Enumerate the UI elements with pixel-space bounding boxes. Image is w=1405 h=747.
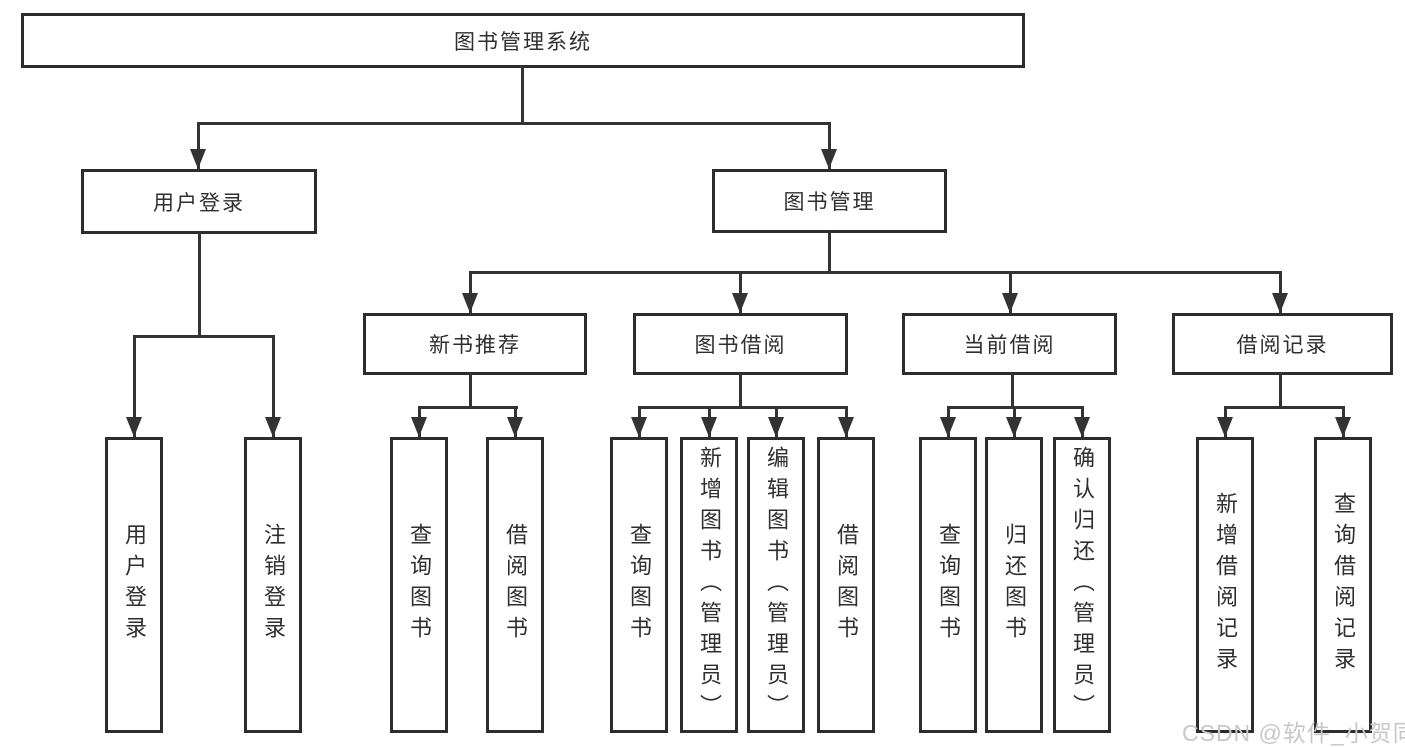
connector-line	[947, 406, 950, 437]
arrow-down-icon	[462, 293, 478, 313]
connector-line	[1081, 406, 1084, 437]
leaf-add-borrow-record: 新增借阅记录	[1196, 437, 1254, 733]
connector-line	[739, 271, 742, 313]
arrow-down-icon	[940, 417, 956, 437]
arrow-down-icon	[1272, 293, 1288, 313]
node-borrowing-records-label: 借阅记录	[1236, 334, 1329, 357]
connector-line	[1224, 406, 1345, 409]
leaf-query-borrow-record: 查询借阅记录	[1314, 437, 1372, 733]
leaf-label: 借阅图书	[503, 523, 528, 647]
connector-line	[197, 122, 831, 125]
connector-line	[514, 406, 517, 437]
leaf-label: 编辑图书（管理员）	[764, 445, 789, 725]
leaf-add-book-admin: 新增图书（管理员）	[680, 437, 738, 733]
arrow-down-icon	[631, 417, 647, 437]
leaf-edit-book-admin: 编辑图书（管理员）	[747, 437, 805, 733]
node-new-book-recommend-label: 新书推荐	[429, 334, 521, 357]
connector-line	[828, 122, 831, 169]
node-book-management-label: 图书管理	[783, 191, 876, 214]
leaf-label: 用户登录	[122, 523, 147, 647]
connector-line	[418, 406, 421, 437]
leaf-label: 借阅图书	[834, 523, 859, 647]
arrow-down-icon	[768, 417, 784, 437]
leaf-label: 查询图书	[407, 523, 432, 647]
leaf-logout: 注销登录	[244, 437, 302, 733]
arrow-down-icon	[1006, 417, 1022, 437]
arrow-down-icon	[821, 149, 837, 169]
connector-line	[1224, 406, 1227, 437]
leaf-query-book-current: 查询图书	[919, 437, 977, 733]
arrow-down-icon	[265, 417, 281, 437]
connector-line	[469, 271, 1282, 274]
leaf-borrow-book-borrowing: 借阅图书	[817, 437, 875, 733]
connector-line	[638, 406, 848, 409]
node-user-login: 用户登录	[81, 169, 317, 234]
connector-line	[828, 231, 831, 273]
node-root: 图书管理系统	[21, 13, 1025, 68]
connector-line	[418, 406, 518, 409]
node-current-borrowing-label: 当前借阅	[963, 334, 1056, 357]
connector-line	[521, 66, 524, 124]
connector-line	[739, 373, 742, 408]
connector-line	[947, 406, 1084, 409]
node-new-book-recommend: 新书推荐	[363, 313, 587, 375]
connector-line	[133, 335, 136, 437]
node-book-borrowing: 图书借阅	[633, 313, 848, 375]
leaf-label: 确认归还（管理员）	[1070, 445, 1095, 725]
connector-line	[1009, 271, 1012, 313]
node-book-borrowing-label: 图书借阅	[694, 334, 787, 357]
node-root-label: 图书管理系统	[454, 30, 592, 54]
node-borrowing-records: 借阅记录	[1172, 313, 1393, 375]
csdn-watermark: CSDN @软件_小贺同学	[1182, 720, 1405, 746]
leaf-label: 新增图书（管理员）	[697, 445, 722, 725]
leaf-label: 新增借阅记录	[1213, 492, 1238, 678]
connector-line	[469, 373, 472, 408]
arrow-down-icon	[701, 417, 717, 437]
leaf-label: 查询借阅记录	[1331, 492, 1356, 678]
leaf-query-book-recommend: 查询图书	[390, 437, 448, 733]
arrow-down-icon	[838, 417, 854, 437]
leaf-return-book: 归还图书	[985, 437, 1043, 733]
connector-line	[1013, 406, 1016, 437]
arrow-down-icon	[507, 417, 523, 437]
node-book-management: 图书管理	[712, 169, 947, 233]
arrow-down-icon	[732, 293, 748, 313]
leaf-user-login: 用户登录	[105, 437, 163, 733]
connector-line	[197, 122, 200, 169]
leaf-label: 注销登录	[261, 523, 286, 647]
leaf-query-book-borrowing: 查询图书	[610, 437, 668, 733]
arrow-down-icon	[1217, 417, 1233, 437]
connector-line	[198, 232, 201, 337]
leaf-label: 查询图书	[936, 523, 961, 647]
leaf-label: 查询图书	[627, 523, 652, 647]
node-current-borrowing: 当前借阅	[902, 313, 1117, 375]
arrow-down-icon	[1335, 417, 1351, 437]
connector-line	[1342, 406, 1345, 437]
leaf-confirm-return-admin: 确认归还（管理员）	[1053, 437, 1111, 733]
node-user-login-label: 用户登录	[153, 191, 245, 215]
connector-line	[1279, 372, 1282, 408]
arrow-down-icon	[190, 149, 206, 169]
connector-line	[1279, 271, 1282, 313]
connector-line	[133, 335, 275, 338]
arrow-down-icon	[1002, 293, 1018, 313]
leaf-label: 归还图书	[1002, 523, 1027, 647]
connector-line	[775, 406, 778, 437]
connector-line	[1011, 373, 1014, 408]
connector-line	[469, 271, 472, 313]
arrow-down-icon	[411, 417, 427, 437]
connector-line	[638, 406, 641, 437]
arrow-down-icon	[126, 417, 142, 437]
connector-line	[272, 335, 275, 437]
connector-line	[708, 406, 711, 437]
connector-line	[845, 406, 848, 437]
leaf-borrow-book-recommend: 借阅图书	[486, 437, 544, 733]
arrow-down-icon	[1074, 417, 1090, 437]
